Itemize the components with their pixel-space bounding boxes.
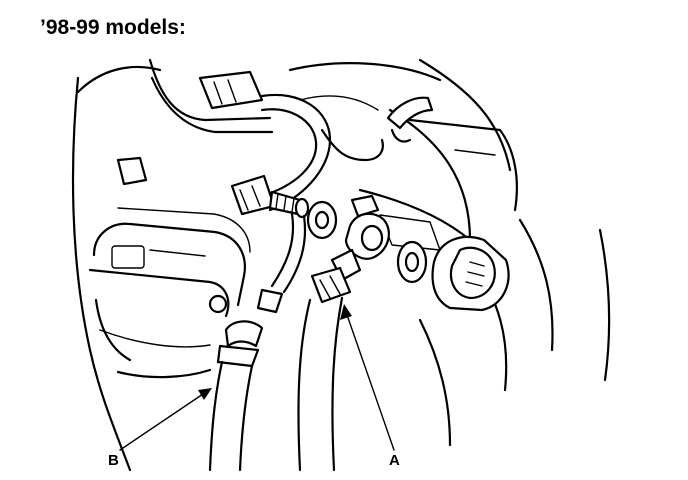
hose-clamp-b	[208, 294, 264, 472]
hose-a	[297, 296, 344, 472]
gasket-and-cap	[396, 235, 510, 312]
right-body-panels	[358, 58, 611, 447]
leader-line-a	[340, 304, 395, 451]
upper-hose-assembly	[148, 58, 442, 212]
hose-clamp-upper	[386, 96, 434, 143]
sealing-washer	[306, 200, 338, 240]
callout-b-label: B	[108, 452, 119, 469]
bleeder-fitting	[116, 156, 310, 219]
leader-line-b	[119, 388, 212, 451]
figure-heading: ’98-99 models:	[40, 16, 186, 39]
small-bent-hose	[256, 212, 307, 314]
banjo-fitting-a	[310, 194, 390, 304]
engine-block	[71, 65, 251, 472]
callout-a-label: A	[389, 452, 400, 469]
